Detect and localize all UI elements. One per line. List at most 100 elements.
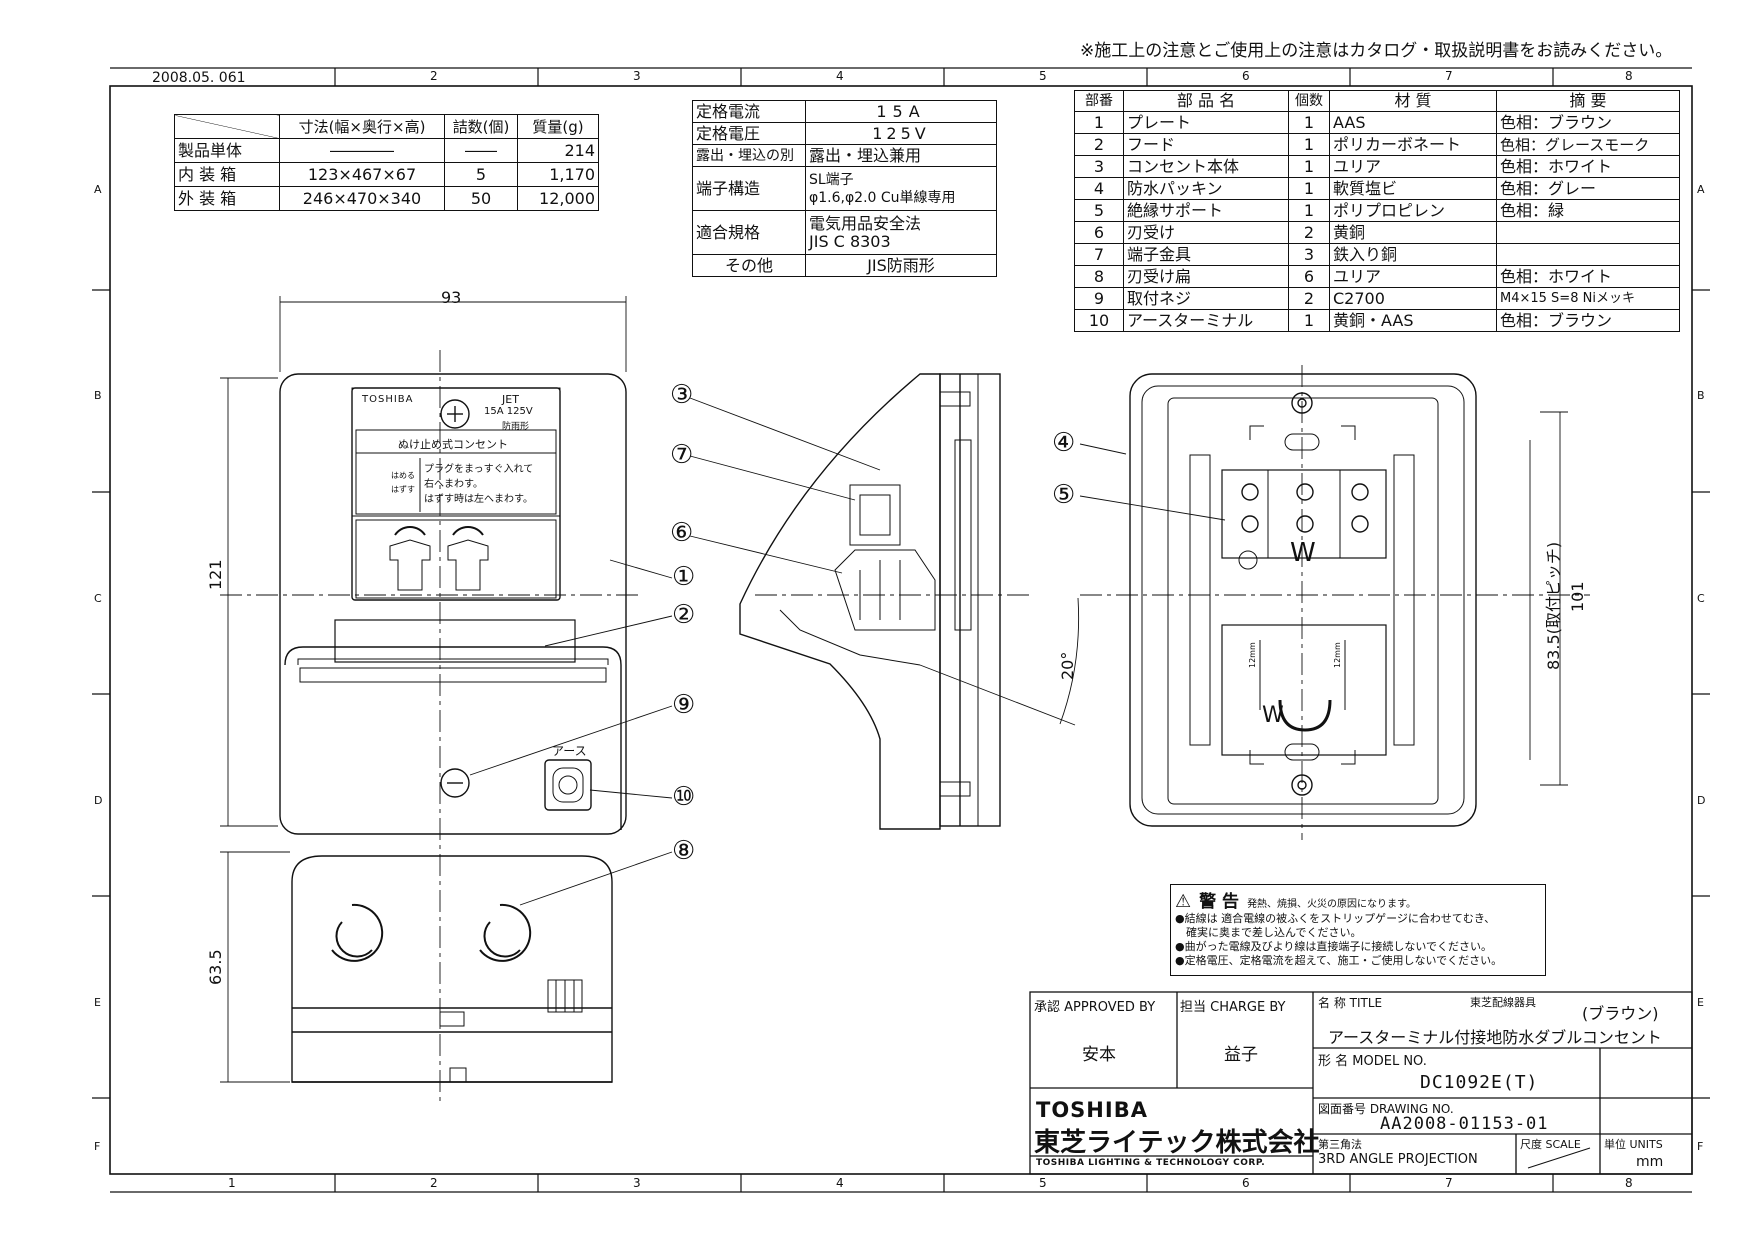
date-code: 2008.05. 061 xyxy=(152,70,246,86)
row-label-right: E xyxy=(1697,996,1704,1009)
front-view xyxy=(279,373,627,835)
col-label-bottom: 6 xyxy=(1242,1176,1250,1190)
row-label-left: D xyxy=(94,794,103,807)
callout-9: ⑨ xyxy=(672,690,696,720)
parts-cell: 色相：グレー xyxy=(1496,177,1680,200)
parts-cell: 10 xyxy=(1074,309,1124,332)
callout-7: ⑦ xyxy=(670,440,694,470)
drawing-label: 図面番号 DRAWING NO. xyxy=(1318,1102,1454,1116)
parts-cell: 色相：グレースモーク xyxy=(1496,133,1680,156)
rear-w-mark: W xyxy=(1290,538,1316,568)
leader-lines xyxy=(469,397,1226,906)
callout-2: ② xyxy=(672,600,696,630)
warning-line: ●結線は 適合電線の被ふくをストリップゲージに合わせてむき、 xyxy=(1175,912,1496,925)
dimension-lines xyxy=(220,296,1568,1083)
pack-cell: 12,000 xyxy=(517,186,599,211)
drawing-value: AA2008-01153-01 xyxy=(1380,1114,1549,1134)
front-hazusu: はずす xyxy=(391,485,415,494)
callout-4: ④ xyxy=(1052,428,1076,458)
front-inst-2: 右へまわす。 xyxy=(424,479,483,490)
spec-key: その他 xyxy=(692,254,806,277)
row-label-right: B xyxy=(1697,389,1705,402)
label-earth: アース xyxy=(552,744,587,758)
company-jp: 東芝ライテック株式会社 xyxy=(1034,1128,1320,1158)
callout-3: ③ xyxy=(670,380,694,410)
row-label-left: E xyxy=(94,996,101,1009)
pack-cell: 5 xyxy=(444,162,518,187)
charge-name: 益子 xyxy=(1224,1045,1258,1065)
model-label: 形 名 MODEL NO. xyxy=(1318,1054,1427,1069)
callout-8: ⑧ xyxy=(672,836,696,866)
parts-cell: 刃受け扁 xyxy=(1123,265,1289,288)
approved-name: 安本 xyxy=(1082,1045,1116,1065)
col-label-top: 5 xyxy=(1039,69,1047,83)
col-label-bottom: 2 xyxy=(430,1176,438,1190)
bottom-view xyxy=(291,855,613,1083)
pack-cell: 50 xyxy=(444,186,518,211)
front-brand: TOSHIBA xyxy=(362,394,414,405)
spec-key: 露出・埋込の別 xyxy=(692,144,806,167)
callout-6: ⑥ xyxy=(670,518,694,548)
row-label-right: D xyxy=(1697,794,1706,807)
warning-box: ⚠ 警 告 発熱、焼損、火災の原因になります。 ●結線は 適合電線の被ふくをスト… xyxy=(1170,884,1546,976)
title-name: アースターミナル付接地防水ダブルコンセント xyxy=(1328,1028,1662,1047)
col-label-bottom: 8 xyxy=(1625,1176,1633,1190)
parts-cell: 色相：ブラウン xyxy=(1496,111,1680,134)
parts-cell: 黄銅・AAS xyxy=(1329,309,1497,332)
side-view xyxy=(739,373,1001,830)
pack-cell: ―――― xyxy=(279,138,445,163)
pack-table: 寸法(幅×奥行×高) 詰数(個) 質量(g) 製品単体 ―――― ―― 214 … xyxy=(174,114,599,211)
row-label-left: C xyxy=(94,592,102,605)
parts-cell: 色相：ブラウン xyxy=(1496,309,1680,332)
front-rating: 15A 125V xyxy=(484,406,533,417)
front-hameru: はめる xyxy=(391,471,415,480)
units-label: 単位 UNITS xyxy=(1604,1138,1663,1151)
col-label-bottom: 4 xyxy=(836,1176,844,1190)
col-label-top: 6 xyxy=(1242,69,1250,83)
col-label-bottom: 7 xyxy=(1445,1176,1453,1190)
dim-width: 93 xyxy=(441,288,462,307)
scale-label: 尺度 SCALE xyxy=(1520,1138,1581,1151)
title-color: (ブラウン) xyxy=(1582,1004,1659,1023)
row-label-right: A xyxy=(1697,183,1705,196)
col-label-top: 8 xyxy=(1625,69,1633,83)
row-label-left: F xyxy=(94,1140,101,1153)
front-title: ぬけ止め式コンセント xyxy=(398,438,508,451)
rear-w-mark-lower: W xyxy=(1262,703,1284,728)
pack-cell: 123×467×67 xyxy=(279,162,445,187)
warning-title: 警 告 xyxy=(1199,892,1240,912)
center-lines xyxy=(220,350,1590,1105)
row-label-right: C xyxy=(1697,592,1705,605)
col-label-top: 4 xyxy=(836,69,844,83)
parts-cell: 軟質塩ビ xyxy=(1329,177,1497,200)
warning-icon: ⚠ xyxy=(1175,891,1192,912)
front-rain: 防雨形 xyxy=(502,422,530,432)
front-jet: JET xyxy=(502,393,519,406)
parts-cell: 刃受け xyxy=(1123,221,1289,244)
col-label-top: 3 xyxy=(633,69,641,83)
spec-key: 端子構造 xyxy=(692,166,806,211)
pack-cell: 外 装 箱 xyxy=(174,186,280,211)
spec-key: 適合規格 xyxy=(692,210,806,255)
parts-cell: 絶縁サポート xyxy=(1123,199,1289,222)
warning-subtitle: 発熱、焼損、火災の原因になります。 xyxy=(1247,899,1417,910)
row-label-left: B xyxy=(94,389,102,402)
warning-line: ●定格電圧、定格電流を超えて、施工・ご使用しないでください。 xyxy=(1175,954,1503,967)
spec-key: 定格電流 xyxy=(692,100,806,123)
parts-cell: 防水パッキン xyxy=(1123,177,1289,200)
units-value: mm xyxy=(1636,1154,1664,1170)
pack-header: 詰数(個) xyxy=(444,114,518,139)
warning-line: ●曲がった電線及びより線は直接端子に接続しないでください。 xyxy=(1175,940,1493,953)
parts-cell: 端子金具 xyxy=(1123,243,1289,266)
parts-cell: 色相：ホワイト xyxy=(1496,155,1680,178)
col-label-bottom: 5 xyxy=(1039,1176,1047,1190)
model-value: DC1092E(T) xyxy=(1420,1072,1539,1093)
callout-1: ① xyxy=(672,562,696,592)
company-en: TOSHIBA LIGHTING & TECHNOLOGY CORP. xyxy=(1036,1158,1266,1168)
parts-cell: 色相：ホワイト xyxy=(1496,265,1680,288)
